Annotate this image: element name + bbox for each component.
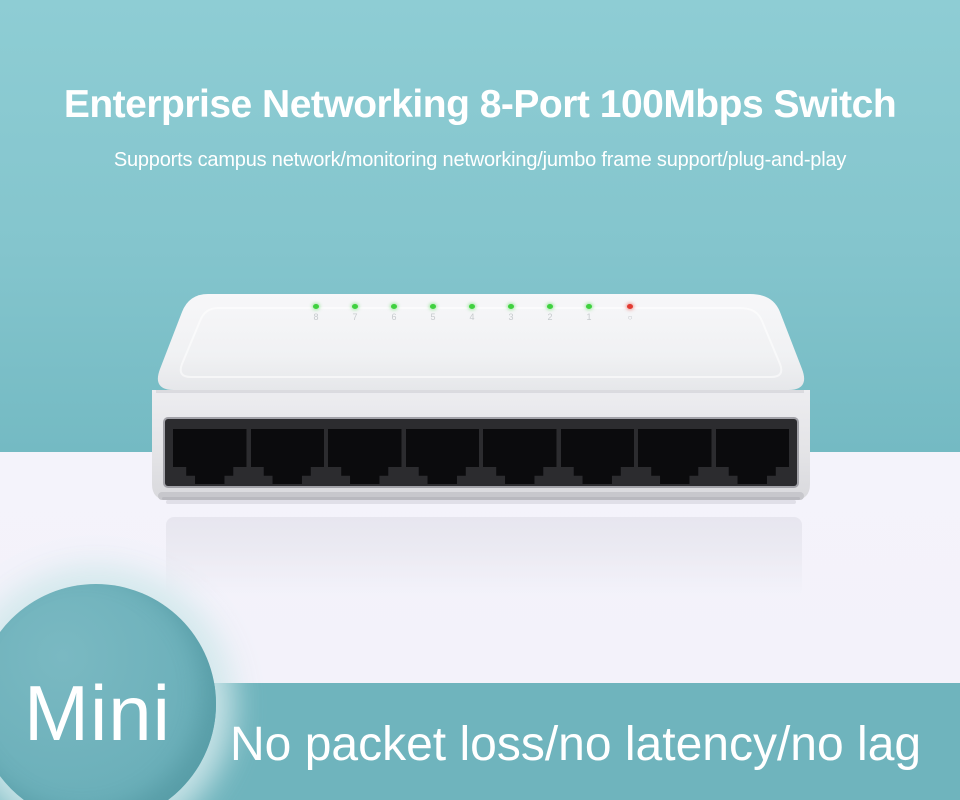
mini-badge-label: Mini [24,669,172,757]
rj45-port-2 [250,429,324,484]
banner-subtitle: Supports campus network/monitoring netwo… [113,149,847,171]
led-dot-green [430,304,436,309]
mini-badge-circle [0,584,216,800]
led-dot-green [508,304,514,309]
rj45-port-7 [638,429,712,484]
led-label: 1 [586,312,592,322]
port-led-3: 3 [503,304,519,322]
led-label: 7 [352,312,358,322]
port-led-6: 6 [386,304,402,322]
switch-top-lid [157,294,805,390]
led-label: 2 [547,312,553,322]
power-led: ○ [622,304,638,322]
port-led-7: 7 [347,304,363,322]
port-strip [165,419,797,486]
lid-inner-outline [179,307,783,378]
rj45-port-6 [560,429,634,484]
led-row: 8 7 6 5 4 3 2 1 [308,304,638,322]
port-led-4: 4 [464,304,480,322]
led-dot-green [313,304,319,309]
power-icon: ○ [627,313,633,322]
led-dot-green [547,304,553,309]
banner-title: Enterprise Networking 8-Port 100Mbps Swi… [63,83,897,126]
port-led-1: 1 [581,304,597,322]
tagline: No packet loss/no latency/no lag [230,718,922,771]
rj45-port-3 [328,429,402,484]
body-bottom-edge [162,497,800,500]
led-label: 4 [469,312,475,322]
rj45-port-8 [715,429,789,484]
lid-front-shadow [156,390,804,393]
led-dot-red [627,304,633,309]
led-dot-green [586,304,592,309]
led-label: 5 [430,312,436,322]
port-led-2: 2 [542,304,558,322]
rj45-port-1 [173,429,247,484]
led-label: 8 [313,312,319,322]
led-label: 3 [508,312,514,322]
led-dot-green [391,304,397,309]
body-under-shadow [166,500,796,504]
led-dot-green [352,304,358,309]
switch-floor-reflection [166,517,802,597]
rj45-port-5 [483,429,557,484]
port-led-5: 5 [425,304,441,322]
rj45-port-4 [405,429,479,484]
led-label: 6 [391,312,397,322]
port-led-8: 8 [308,304,324,322]
led-dot-green [469,304,475,309]
